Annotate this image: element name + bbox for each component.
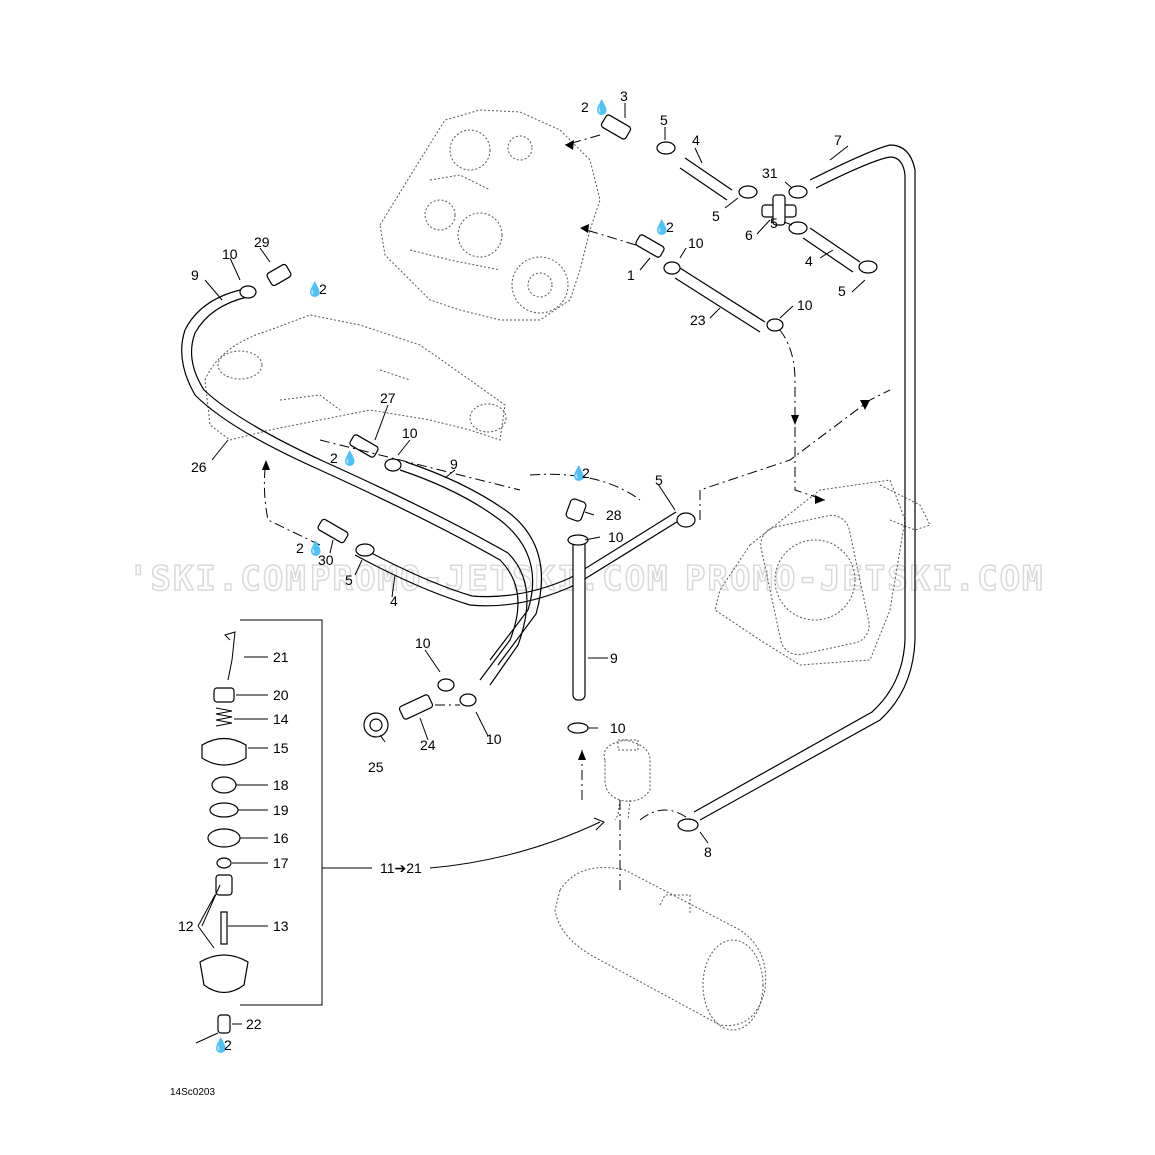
jet-pump-housing-illustration <box>714 479 931 666</box>
cap-part-20 <box>213 687 235 703</box>
callout-10: 10 <box>402 425 418 441</box>
hose-clamps <box>239 141 878 832</box>
leader-lines <box>195 103 866 1044</box>
callout-10: 10 <box>415 635 431 651</box>
callout-2: 2 <box>296 540 304 556</box>
callout-26: 26 <box>191 459 207 475</box>
drawing-code: 14Sc0203 <box>170 1087 215 1098</box>
callout-5: 5 <box>838 283 846 299</box>
base-part-12b <box>199 954 249 994</box>
callout-3: 3 <box>620 88 628 104</box>
callout-30: 30 <box>318 552 334 568</box>
callout-18: 18 <box>273 777 289 793</box>
callout-12: 12 <box>178 918 194 934</box>
callout-labels: 2 💧 3 5 4 7 31 5 6 5 4 5 💧 2 10 1 10 23 … <box>178 88 846 1054</box>
engine-block-illustration <box>379 109 601 321</box>
callout-2: 2 <box>666 219 674 235</box>
callout-1: 1 <box>627 267 635 283</box>
callout-10: 10 <box>688 235 704 251</box>
callout-4: 4 <box>805 253 813 269</box>
callout-10: 10 <box>797 297 813 313</box>
exhaust-resonator-illustration <box>554 867 767 1031</box>
callout-8: 8 <box>704 844 712 860</box>
drop-icon: 💧 <box>593 99 610 116</box>
callout-10: 10 <box>486 731 502 747</box>
fitting-part-22 <box>217 1014 231 1034</box>
callout-21: 21 <box>273 649 289 665</box>
callout-5: 5 <box>770 215 778 231</box>
callout-4: 4 <box>390 593 398 609</box>
exploded-pressure-cap-assembly <box>199 631 249 1034</box>
watermark-layer: 'SKI.COM PROMO-JETSKI.COM PROMO-JETSKI.C… <box>127 558 1045 600</box>
callout-20: 20 <box>273 687 289 703</box>
callout-15: 15 <box>273 740 289 756</box>
group-bracket <box>240 619 605 1006</box>
water-reservoir <box>603 739 651 821</box>
clamp-part-19 <box>209 802 239 818</box>
drop-icon: 💧 <box>653 219 670 236</box>
hose-network <box>181 144 916 821</box>
callout-9: 9 <box>610 650 618 666</box>
callout-2: 2 <box>582 465 590 481</box>
callout-2: 2 <box>581 99 589 115</box>
drop-icon: 💧 <box>306 281 323 298</box>
flow-lines <box>263 134 891 890</box>
clip-part-17 <box>216 857 232 869</box>
drop-icon: 💧 <box>212 1037 229 1054</box>
callout-5: 5 <box>655 472 663 488</box>
exhaust-manifold-illustration <box>204 314 507 441</box>
callout-17: 17 <box>273 855 289 871</box>
callout-6: 6 <box>745 227 753 243</box>
watermark-text: PROMO-JETSKI.COM <box>685 559 1045 599</box>
drop-icon: 💧 <box>341 450 358 467</box>
nut-part-18 <box>211 776 237 794</box>
drop-icon: 💧 <box>307 540 324 557</box>
watermark-text: PROMO-JETSKI.COM <box>310 559 670 599</box>
callout-27: 27 <box>380 390 396 406</box>
callout-10: 10 <box>222 246 238 262</box>
callout-7: 7 <box>834 132 842 148</box>
wire-clip-21 <box>224 631 236 681</box>
callout-2: 2 <box>330 450 338 466</box>
callout-14: 14 <box>273 711 289 727</box>
callout-9: 9 <box>450 456 458 472</box>
callout-9: 9 <box>191 267 199 283</box>
callout-31: 31 <box>762 165 778 181</box>
callout-29: 29 <box>254 234 270 250</box>
callout-5: 5 <box>345 572 353 588</box>
plug-part-12a <box>215 874 233 896</box>
callout-2: 2 <box>224 1037 232 1053</box>
callout-10: 10 <box>610 720 626 736</box>
callout-28: 28 <box>606 507 622 523</box>
callout-16: 16 <box>273 830 289 846</box>
callout-25: 25 <box>368 759 384 775</box>
flow-arrows <box>262 140 870 760</box>
spring-part-14 <box>215 707 233 727</box>
callout-24: 24 <box>420 737 436 753</box>
ring-part-16 <box>207 828 241 848</box>
group-range-label: 11➔21 <box>380 860 422 876</box>
rod-part-13 <box>220 911 228 945</box>
callout-5: 5 <box>712 208 720 224</box>
drop-icon: 💧 <box>570 465 587 482</box>
callout-19: 19 <box>273 802 289 818</box>
callout-10: 10 <box>608 529 624 545</box>
fittings <box>266 114 797 738</box>
callout-22: 22 <box>246 1016 262 1032</box>
watermark-text: 'SKI.COM <box>128 559 308 599</box>
callout-4: 4 <box>692 132 700 148</box>
cover-part-15 <box>201 737 247 766</box>
callout-2: 2 <box>319 281 327 297</box>
callout-23: 23 <box>690 312 706 328</box>
callout-5: 5 <box>660 112 668 128</box>
callout-13: 13 <box>273 918 289 934</box>
